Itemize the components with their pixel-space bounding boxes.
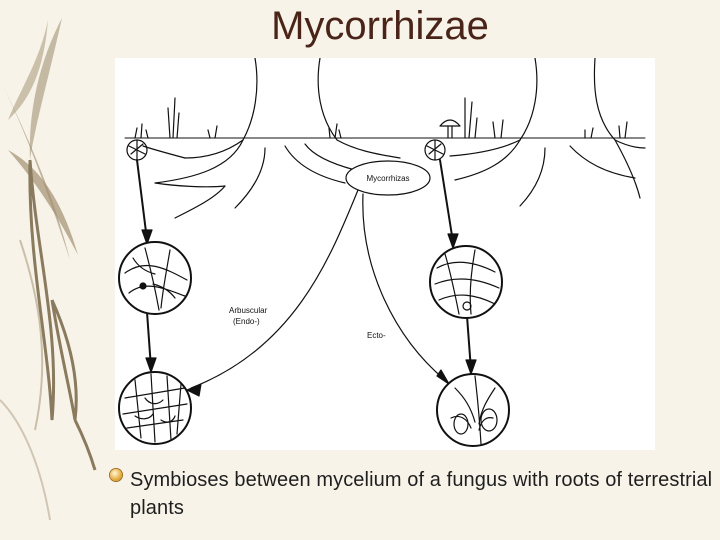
endo-label: (Endo-) [233,317,260,326]
bullet-item: Symbioses between mycelium of a fungus w… [110,466,715,522]
mycorrhizae-diagram: Mycorrhizas Arbuscular (Endo-) Ecto- [115,58,655,450]
decorative-leaves [0,18,97,521]
ecto-label: Ecto- [367,331,386,340]
bullet-text: Symbioses between mycelium of a fungus w… [130,469,713,519]
arbuscular-label: Arbuscular [229,306,268,315]
bullet-icon [110,469,122,481]
slide-title: Mycorrhizae [271,4,489,48]
center-label: Mycorrhizas [366,174,409,183]
